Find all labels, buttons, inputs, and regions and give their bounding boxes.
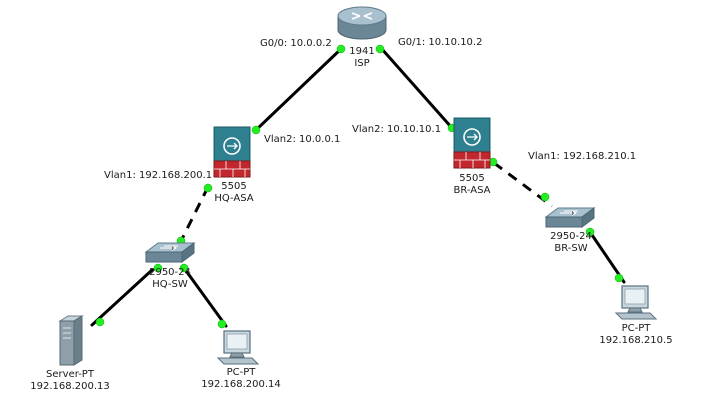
hq-pc[interactable]: PC-PT 192.168.200.14 (201, 330, 281, 390)
firewall-icon (453, 117, 491, 169)
server-name-label: Server-PT (46, 369, 95, 380)
hq-asa-name-label: HQ-ASA (214, 193, 253, 204)
isp-name-label: ISP (354, 58, 369, 69)
br-pc-name-label: PC-PT (622, 323, 652, 334)
port-indicator (95, 317, 105, 327)
br-switch[interactable]: 2950-24 BR-SW (544, 207, 596, 254)
link-hq-sw-hq-pc[interactable] (182, 266, 228, 328)
hq-sw-name-label: HQ-SW (152, 279, 188, 290)
link-br-sw-br-pc[interactable] (588, 230, 626, 284)
server-ip-label: 192.168.200.13 (30, 381, 110, 392)
server-icon (58, 315, 84, 366)
hq-asa-vlan1-label: Vlan1: 192.168.200.1 (104, 170, 212, 181)
br-pc-ip-label: 192.168.210.5 (599, 335, 672, 346)
link-hq-asa-hq-sw[interactable] (178, 186, 210, 244)
pc-icon (614, 285, 658, 320)
port-indicator (375, 44, 385, 54)
hq-asa-model-label: 5505 (221, 181, 246, 192)
br-pc[interactable]: PC-PT 192.168.210.5 (599, 285, 673, 346)
isp-g00-label: G0/0: 10.0.0.2 (260, 38, 332, 49)
port-indicator (217, 319, 227, 329)
firewall-icon (213, 126, 251, 178)
router-icon (337, 6, 387, 40)
link-isp-hq-asa[interactable] (254, 46, 344, 132)
port-indicator (540, 192, 550, 202)
port-indicator (179, 263, 189, 273)
port-indicator (203, 183, 213, 193)
isp-router[interactable]: 1941 ISP (337, 6, 387, 69)
br-asa-model-label: 5505 (459, 173, 484, 184)
switch-icon (544, 207, 596, 228)
port-indicator (251, 125, 261, 135)
br-asa-vlan2-label: Vlan2: 10.10.10.1 (352, 124, 441, 135)
hq-server[interactable]: Server-PT 192.168.200.13 (30, 315, 110, 392)
br-sw-model-label: 2950-24 (550, 231, 592, 242)
br-asa-vlan1-label: Vlan1: 192.168.210.1 (528, 151, 636, 162)
port-indicators (95, 44, 624, 329)
hq-asa-vlan2-label: Vlan2: 10.0.0.1 (264, 134, 340, 145)
isp-g01-label: G0/1: 10.10.10.2 (398, 37, 482, 48)
hq-pc-ip-label: 192.168.200.14 (201, 379, 281, 390)
port-indicator (153, 263, 163, 273)
br-sw-name-label: BR-SW (554, 243, 587, 254)
port-indicator (336, 44, 346, 54)
switch-icon (144, 242, 196, 263)
hq-pc-name-label: PC-PT (227, 367, 257, 378)
br-asa-firewall[interactable]: 5505 BR-ASA (453, 117, 491, 196)
isp-model-label: 1941 (349, 46, 374, 57)
interface-labels: G0/0: 10.0.0.2 G0/1: 10.10.10.2 Vlan2: 1… (104, 37, 636, 181)
link-isp-br-asa[interactable] (379, 46, 454, 130)
port-indicator (585, 227, 595, 237)
hq-asa-firewall[interactable]: 5505 HQ-ASA (213, 126, 254, 204)
br-asa-name-label: BR-ASA (453, 185, 490, 196)
hq-switch[interactable]: 2950-24 HQ-SW (144, 242, 196, 290)
pc-icon (216, 330, 260, 365)
hq-sw-model-label: 2950-24 (149, 267, 191, 278)
port-indicator (614, 273, 624, 283)
link-hq-sw-server[interactable] (90, 268, 154, 327)
